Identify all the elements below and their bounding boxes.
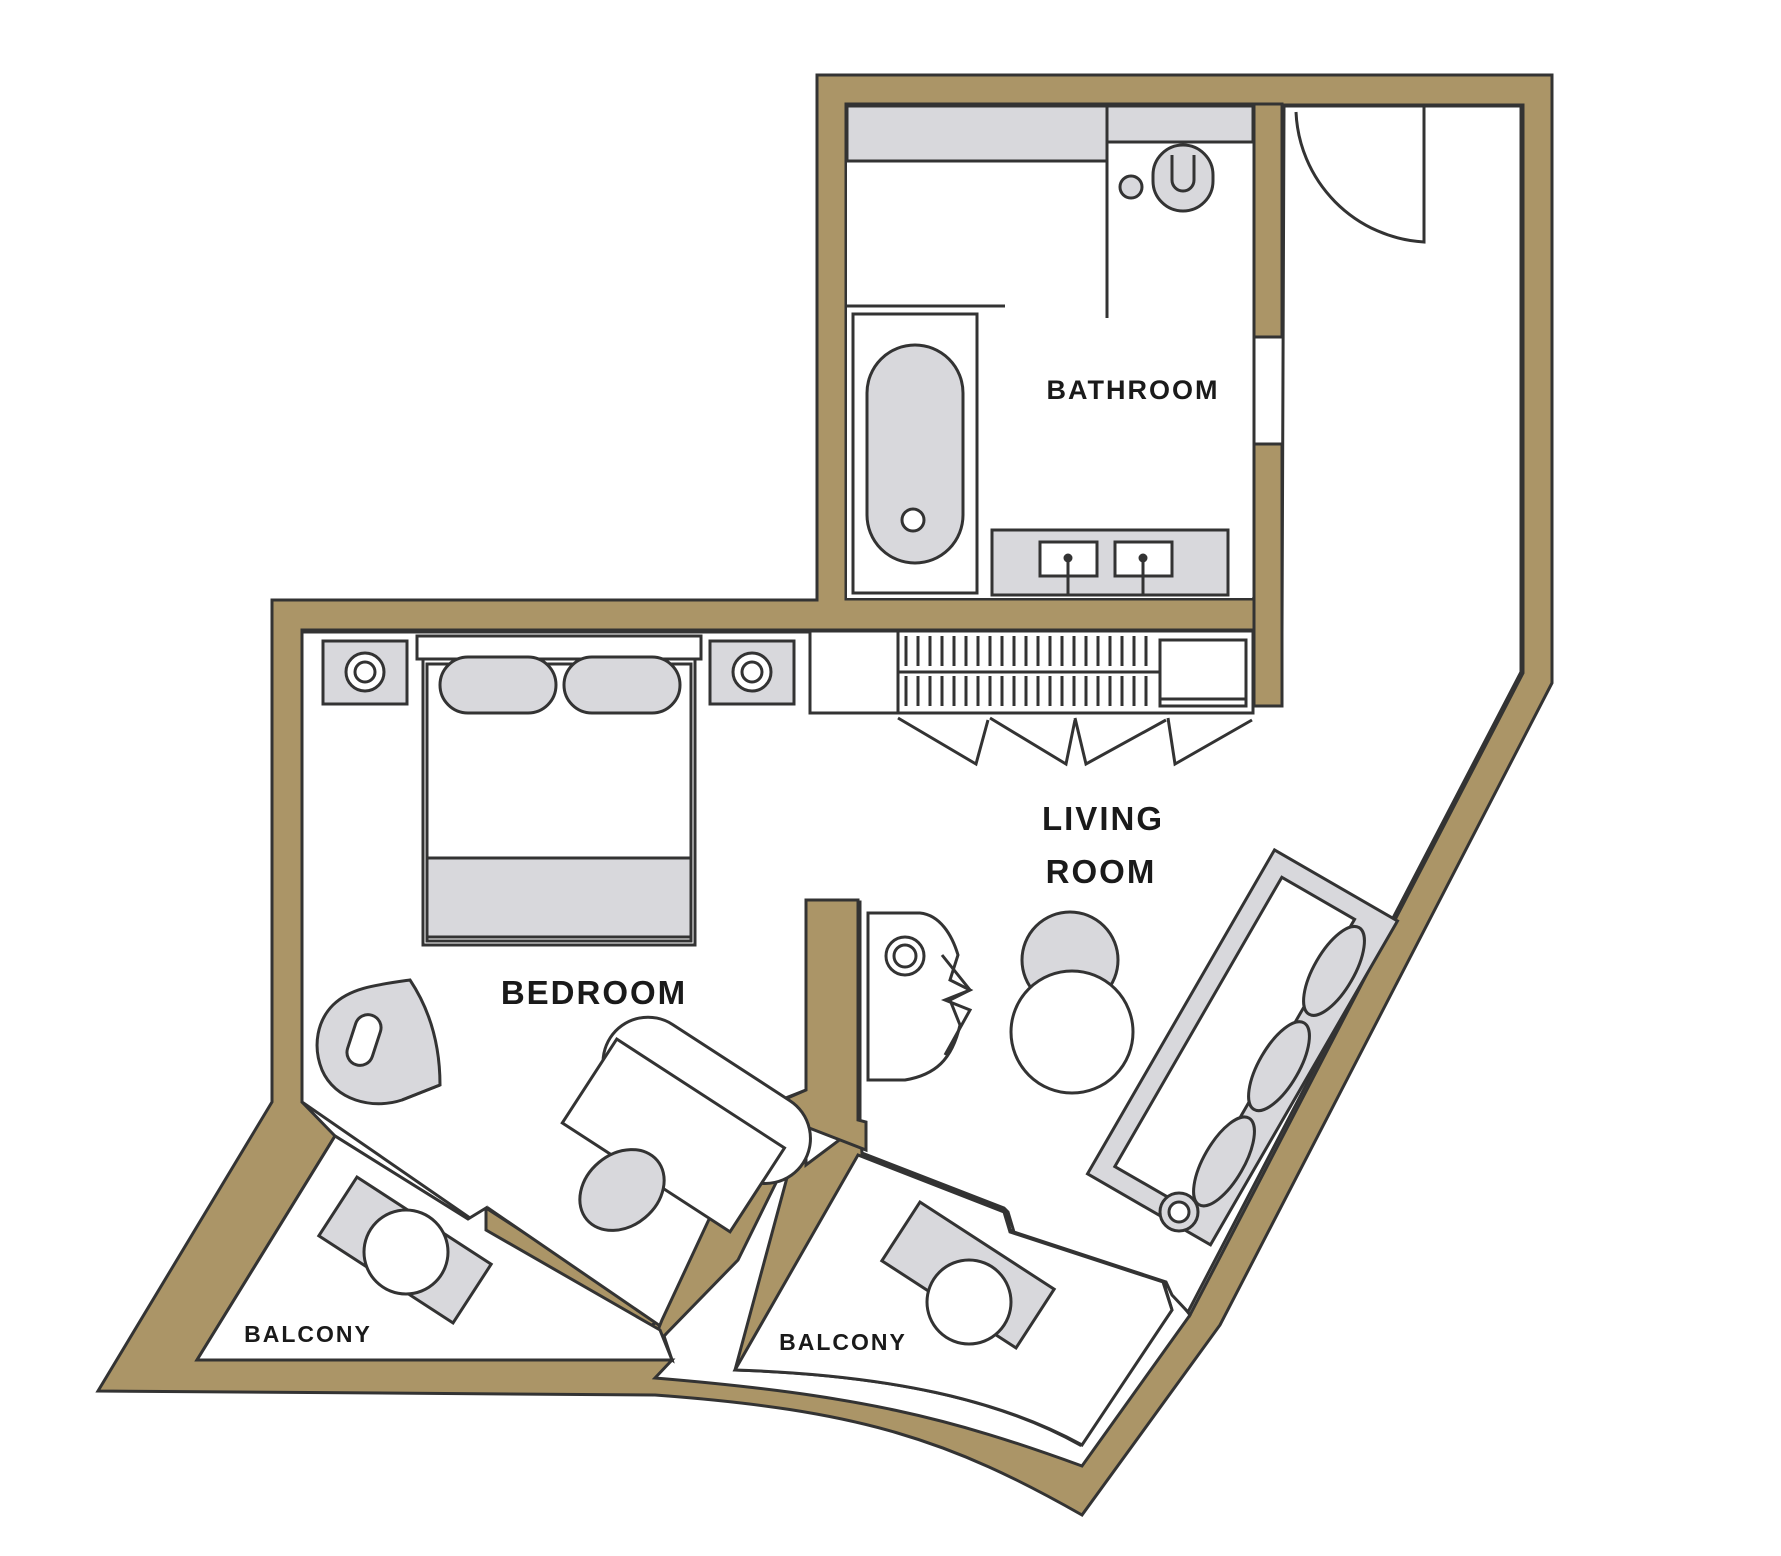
sink-right-drain — [1138, 553, 1148, 563]
sofa-cushion-1-icon — [1302, 924, 1366, 1017]
lamp-left-inner — [353, 660, 377, 684]
balcony-left-chair-icon — [362, 1208, 450, 1296]
side-table-arrow — [940, 954, 973, 1056]
bathroom-counter-top — [845, 104, 1109, 163]
bed-headboard — [415, 634, 703, 661]
sink-left-drain — [1063, 553, 1073, 563]
toilet-bowl-icon — [1170, 155, 1196, 193]
pillow-left-icon — [438, 655, 558, 715]
sofa-cushion-3-icon — [1192, 1115, 1256, 1208]
balcony-right-chair-icon — [925, 1258, 1013, 1346]
wardrobe-door-4-icon — [1166, 717, 1253, 767]
wardrobe-door-2-icon — [989, 716, 1077, 767]
label-living-line1: LIVING — [1042, 800, 1164, 837]
floor-lamp-inner — [1167, 1200, 1191, 1224]
wardrobe-shelf-unit — [1158, 638, 1248, 708]
toilet-cistern — [1105, 104, 1255, 144]
label-bedroom: BEDROOM — [501, 974, 687, 1011]
label-living-line2: ROOM — [1046, 853, 1157, 890]
vanity-counter — [990, 528, 1230, 597]
entry-door-icon — [1294, 106, 1426, 244]
desk-chair-icon — [578, 1148, 666, 1232]
armchair-seat — [401, 1083, 441, 1102]
bed-throw — [425, 856, 693, 939]
partition-wall-lower-top — [1252, 442, 1284, 708]
sofa-cushion-2-icon — [1247, 1020, 1311, 1113]
label-bathroom: BATHROOM — [1047, 375, 1220, 405]
wardrobe-door-3-icon — [1073, 717, 1167, 767]
bathtub-drain-icon — [900, 507, 926, 533]
side-lamp-inner — [892, 943, 918, 969]
lamp-right-inner — [740, 660, 764, 684]
label-balcony-left: BALCONY — [244, 1321, 372, 1347]
lounge-chair-icon — [1009, 969, 1135, 1095]
wardrobe-left-cabinet — [808, 629, 900, 715]
bathtub-icon — [865, 343, 965, 565]
partition-wall-upper-top — [1252, 102, 1284, 339]
toilet-icon — [1151, 143, 1215, 213]
pillow-right-icon — [562, 655, 682, 715]
wardrobe-door-1-icon — [897, 716, 990, 767]
label-balcony-right: BALCONY — [779, 1329, 907, 1355]
bidet-drain-icon — [1118, 174, 1144, 200]
armchair-cushion-icon — [345, 1013, 383, 1067]
wardrobe-hangers — [904, 636, 1148, 706]
